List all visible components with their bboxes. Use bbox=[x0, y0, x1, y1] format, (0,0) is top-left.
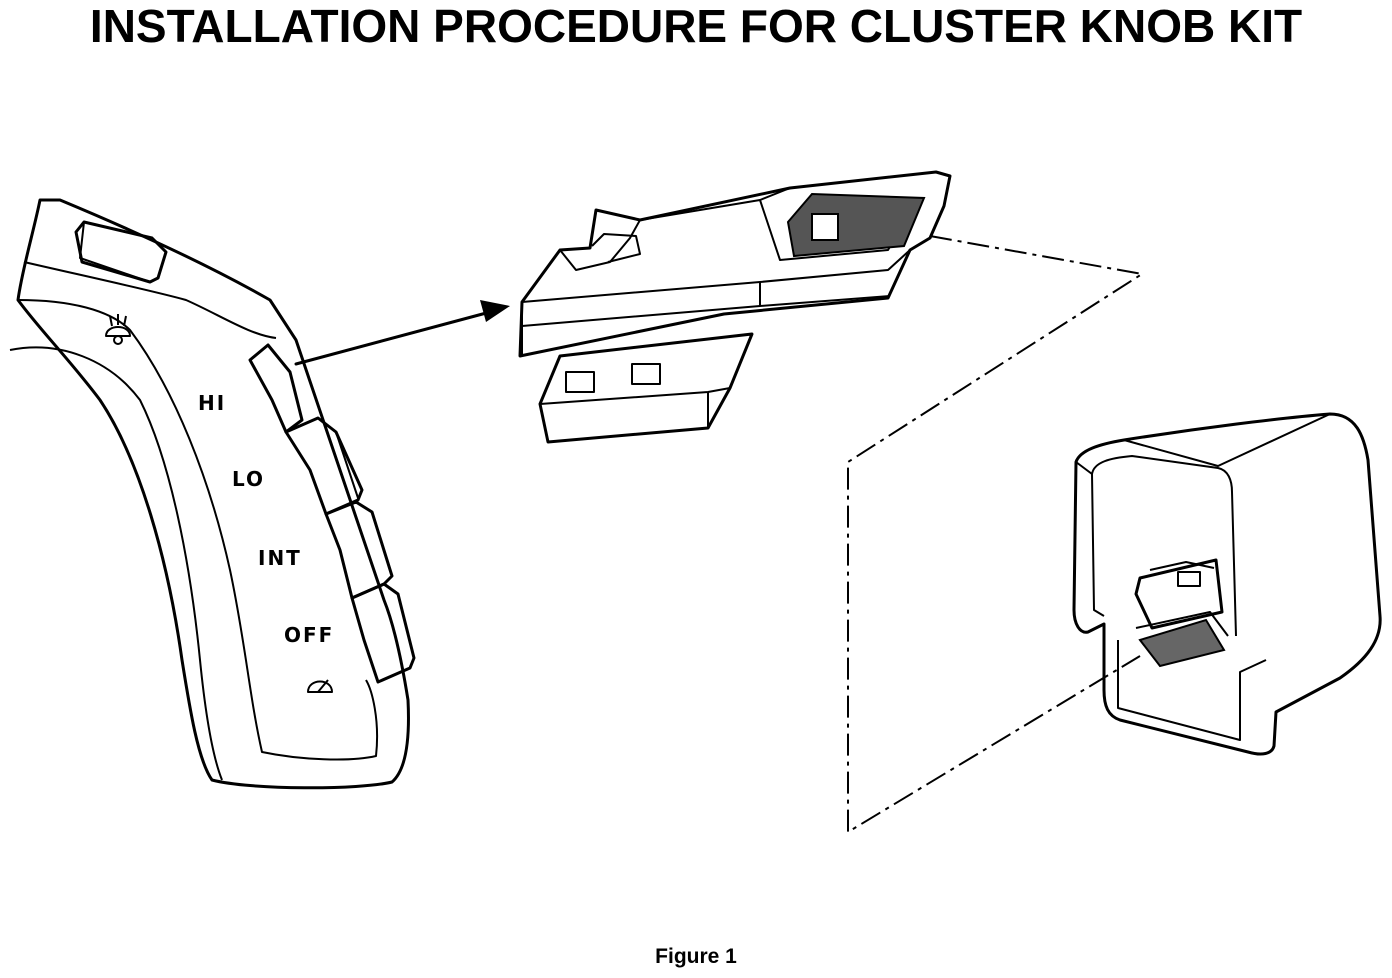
knob-lower-block bbox=[538, 332, 754, 444]
label-hi: HI bbox=[198, 391, 226, 415]
stalk-inner-face bbox=[17, 299, 379, 761]
stalk-edge-line bbox=[9, 346, 223, 781]
cluster-knob-insert bbox=[518, 170, 952, 444]
page-title: INSTALLATION PROCEDURE FOR CLUSTER KNOB … bbox=[89, 0, 1303, 52]
stalk-outer-body bbox=[16, 198, 410, 790]
housing-outer bbox=[1072, 412, 1382, 756]
wiper-stalk: HI LO INT OFF bbox=[9, 198, 416, 790]
side-button-lo bbox=[284, 416, 364, 516]
side-button-hi bbox=[248, 343, 304, 434]
housing-socket bbox=[1134, 558, 1224, 630]
switch-housing bbox=[1072, 412, 1382, 756]
leader-arrow bbox=[294, 300, 510, 366]
knob-main-housing bbox=[518, 170, 952, 358]
stalk-top-line bbox=[23, 261, 277, 339]
figure-caption: Figure 1 bbox=[655, 945, 737, 968]
stalk-top-button bbox=[74, 220, 168, 284]
label-lo: LO bbox=[232, 467, 265, 491]
alignment-guide bbox=[847, 235, 1145, 834]
label-off: OFF bbox=[284, 623, 334, 647]
housing-opening bbox=[1091, 455, 1237, 637]
wiper-icon bbox=[307, 679, 333, 693]
washer-icon bbox=[105, 314, 131, 345]
knob-grip-patch bbox=[786, 192, 926, 258]
label-int: INT bbox=[258, 546, 302, 570]
